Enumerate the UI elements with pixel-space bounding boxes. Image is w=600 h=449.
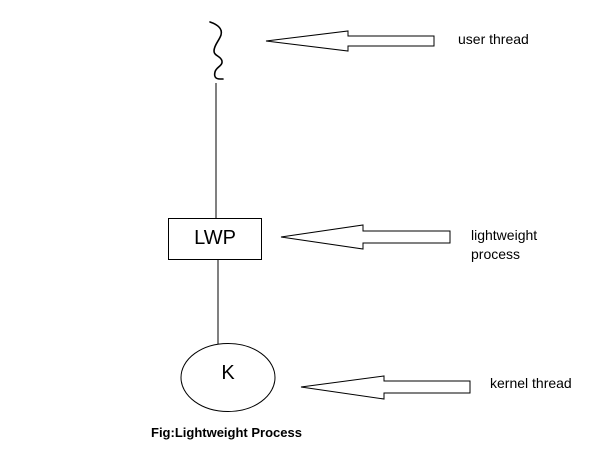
user-thread-squiggle-icon (209, 21, 224, 80)
kernel-label: K (221, 362, 235, 384)
user-thread-label: user thread (458, 31, 529, 47)
kernel-ellipse (180, 343, 276, 412)
lightweight-process-label-line2: process (471, 246, 521, 262)
lwp-box (168, 218, 262, 260)
arrow-kernel-thread-icon (300, 375, 471, 400)
arrow-user-thread-icon (265, 30, 435, 52)
arrow-lwp-icon (280, 224, 451, 250)
lightweight-process-label-line1: lightweight (471, 227, 538, 243)
lwp-label: LWP (194, 227, 236, 249)
figure-caption: Fig:Lightweight Process (151, 425, 302, 440)
kernel-thread-label: kernel thread (490, 375, 572, 391)
